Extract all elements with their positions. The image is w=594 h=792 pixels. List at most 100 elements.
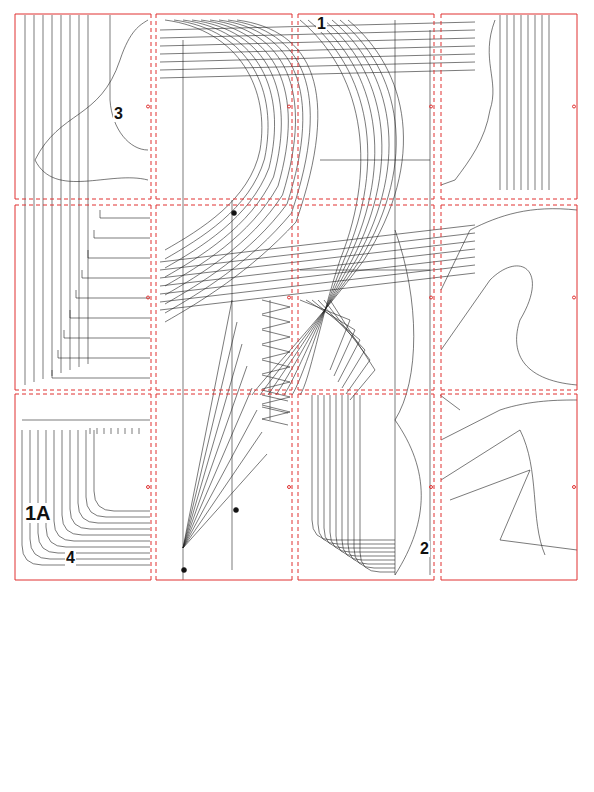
tile-edge (441, 199, 577, 200)
tile-edge (298, 205, 434, 206)
pattern-line (30, 430, 150, 559)
pattern-line (132, 428, 133, 434)
pattern-line (395, 20, 430, 575)
pattern-line (330, 395, 395, 552)
tile-edge (298, 394, 434, 395)
register-mark (430, 486, 433, 489)
tile-edge (15, 14, 151, 15)
pattern-line (118, 428, 119, 434)
pattern-line (514, 15, 515, 190)
pattern-line (542, 15, 543, 190)
tile-edge (292, 205, 293, 390)
pattern-line (441, 400, 577, 440)
pattern-line (262, 419, 288, 425)
register-mark (147, 105, 150, 108)
pattern-line (82, 270, 150, 278)
pattern-line (183, 454, 267, 548)
pattern-line (52, 370, 150, 378)
pattern-line (262, 395, 288, 401)
pattern-line (54, 430, 150, 541)
pattern-line (61, 15, 62, 373)
pattern-line (160, 38, 475, 46)
tile-edge (156, 205, 292, 206)
tile-edge (15, 390, 151, 391)
pattern-line (549, 15, 550, 190)
pattern-line (441, 20, 495, 185)
pattern-line (160, 62, 475, 70)
tile-edge (156, 205, 157, 390)
tile-edge (298, 14, 434, 15)
tile-edge (441, 14, 442, 199)
pattern-line (38, 430, 150, 553)
pattern-line (160, 54, 475, 62)
tile-edge (15, 205, 151, 206)
pattern-line (52, 15, 53, 376)
tile-edge (151, 14, 152, 199)
pattern-line (90, 428, 91, 434)
pattern-line (88, 15, 89, 364)
tile-edge (151, 205, 152, 390)
piece-number: 4 (65, 550, 76, 566)
pattern-line (35, 20, 148, 160)
pattern-line (70, 430, 150, 529)
tile-edge (292, 14, 293, 199)
pattern-line (35, 160, 148, 182)
tile-edge (577, 14, 578, 199)
pattern-line (165, 20, 288, 286)
pattern-line (348, 395, 395, 564)
register-mark (147, 296, 150, 299)
pattern-line (22, 430, 150, 565)
pattern-line (76, 290, 150, 298)
pattern-line (94, 430, 150, 511)
register-mark (288, 486, 291, 489)
pattern-line (97, 428, 98, 434)
pattern-line (262, 330, 290, 344)
pattern-line (165, 20, 275, 268)
pattern-line (78, 430, 150, 523)
pattern-line (64, 330, 150, 338)
pattern-line (395, 230, 421, 575)
pattern-line (183, 322, 237, 548)
pattern-line (284, 20, 375, 395)
pattern-line (139, 428, 140, 434)
tile-edge (577, 394, 578, 580)
pattern-line (70, 310, 150, 318)
pattern-line (528, 15, 529, 190)
tile-edge (156, 199, 292, 200)
pattern-line (300, 160, 430, 270)
tile-edge (298, 580, 434, 581)
tile-edge (15, 394, 151, 395)
pattern-line (165, 20, 281, 277)
tile-edge (15, 580, 151, 581)
page-tiles (15, 14, 577, 580)
tile-edge (15, 394, 16, 580)
register-mark (430, 105, 433, 108)
tile-edge (434, 14, 435, 199)
pattern-line (276, 20, 382, 395)
register-mark (573, 105, 576, 108)
pattern-line (160, 46, 475, 54)
tile-edge (298, 14, 299, 199)
tile-edge (156, 394, 157, 580)
pattern-line (160, 70, 475, 78)
pattern-line (252, 20, 403, 395)
pattern-line (306, 300, 355, 376)
tile-edge (441, 394, 442, 580)
pattern-line (183, 366, 247, 548)
pattern-line (94, 230, 150, 238)
pattern-line (110, 15, 148, 150)
pattern-line (268, 20, 389, 395)
dot (234, 508, 239, 513)
pattern-line (111, 428, 112, 434)
pattern-line (262, 315, 290, 329)
pattern-line (262, 360, 290, 374)
pattern-line (160, 249, 475, 286)
dot (182, 568, 187, 573)
register-mark (147, 486, 150, 489)
pattern-line (521, 15, 522, 190)
tile-edge (434, 394, 435, 580)
tile-edge (298, 199, 434, 200)
pattern-line (100, 210, 150, 218)
pattern-line (62, 430, 150, 535)
